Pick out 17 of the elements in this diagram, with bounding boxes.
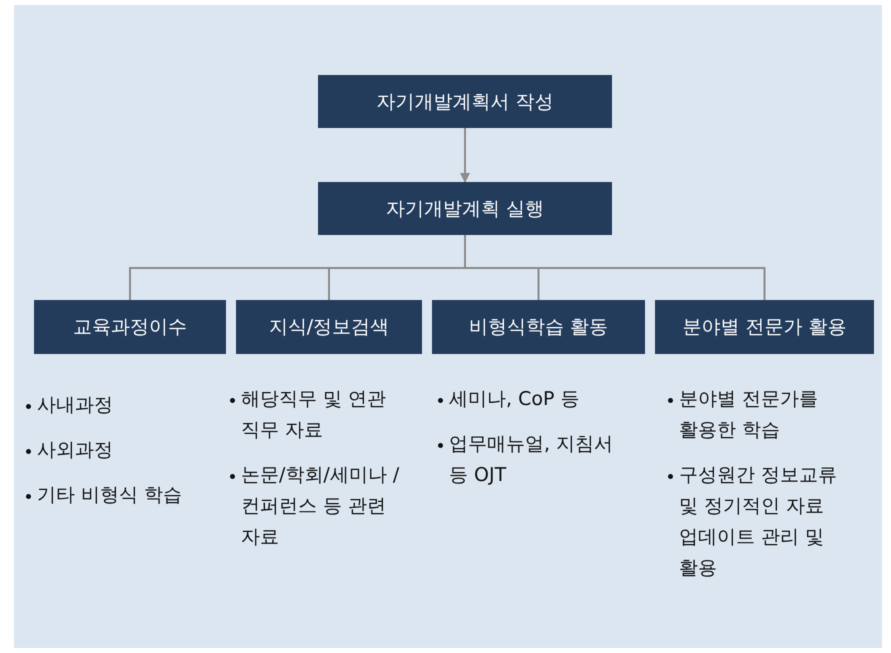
process-box: 분야별 전문가 활용 <box>655 300 874 354</box>
bullet-text: 사외과정 <box>37 438 113 463</box>
process-box: 자기개발계획서 작성 <box>318 75 612 128</box>
bullet-text: 세미나, CoP 등 <box>449 387 580 412</box>
process-box: 비형식학습 활동 <box>432 300 645 354</box>
arrow <box>460 128 470 183</box>
process-box: 자기개발계획 실행 <box>318 182 612 235</box>
connector-line <box>464 235 766 300</box>
bullet-text: 기타 비형식 학습 <box>37 483 182 508</box>
bullet-text: 해당직무 및 연관 직무 자료 <box>241 387 388 443</box>
process-box: 지식/정보검색 <box>236 300 422 354</box>
bullet-text: 분야별 전문가를 활용한 학습 <box>679 387 820 443</box>
bullet-text: 논문/학회/세미나 /컨퍼런스 등 관련 자료 <box>241 463 400 550</box>
process-box: 교육과정이수 <box>34 300 226 354</box>
bullet-text: 사내과정 <box>37 393 113 418</box>
bullet-text: 구성원간 정보교류 및 정기적인 자료 업데이트 관리 및 활용 <box>679 463 838 581</box>
bullet-text: 업무매뉴얼, 지침서 등 OJT <box>449 432 614 488</box>
